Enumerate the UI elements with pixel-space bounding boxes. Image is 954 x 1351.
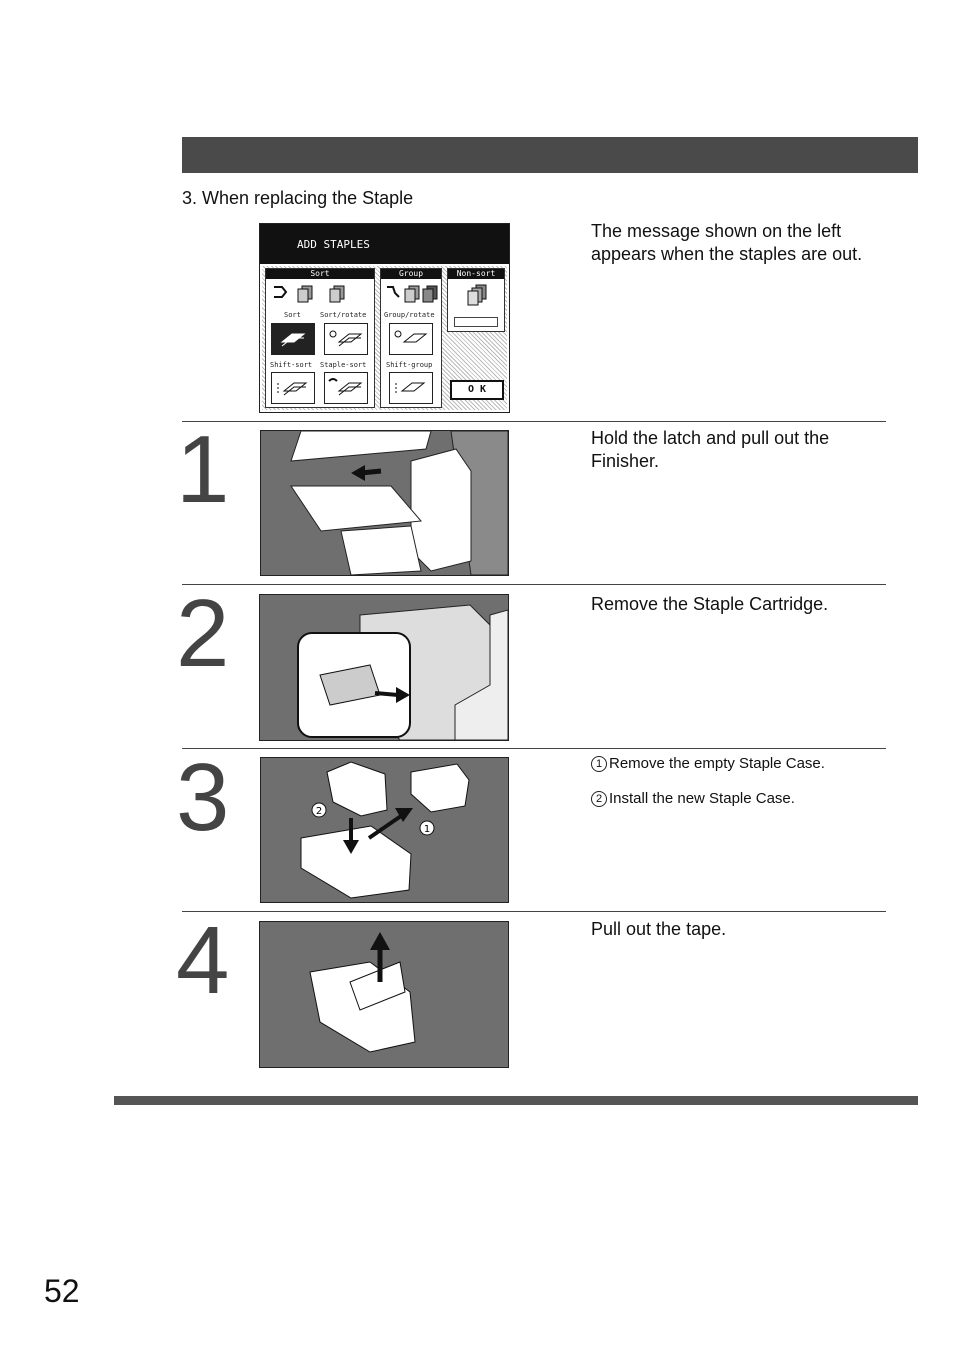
label-sort-rotate: Sort/rotate xyxy=(320,311,367,319)
step-4-text: Pull out the tape. xyxy=(591,919,727,939)
lcd-body: Sort Sort Sort/rotate Shift-sort Staple-… xyxy=(262,266,507,410)
nonsort-tab: Non-sort xyxy=(448,269,504,279)
group-tab: Group xyxy=(381,269,441,279)
divider-step-2 xyxy=(182,584,886,585)
nonsort-button[interactable] xyxy=(454,317,498,327)
label-shift-sort: Shift-sort xyxy=(270,361,313,369)
sort-panel: Sort Sort Sort/rotate Shift-sort Staple-… xyxy=(265,268,375,408)
section-title: 3. When replacing the Staple xyxy=(182,188,414,208)
divider-step-1 xyxy=(182,421,886,422)
step-3-figure: 2 1 xyxy=(260,757,509,903)
sort-button[interactable] xyxy=(271,323,315,355)
step-3-marker-2: 2 xyxy=(591,791,607,807)
step-3-number: 3 xyxy=(176,744,230,851)
step-3-item-1-text: Remove the empty Staple Case. xyxy=(609,755,825,772)
step-4-number: 4 xyxy=(176,907,230,1014)
ok-button[interactable]: O K xyxy=(450,380,504,400)
page-number: 52 xyxy=(44,1273,80,1309)
label-staple-sort: Staple-sort xyxy=(320,361,367,369)
sort-rotate-button[interactable] xyxy=(324,323,368,355)
footer-bar xyxy=(114,1096,918,1105)
step-3-item-2-text: Install the new Staple Case. xyxy=(609,790,795,807)
step-2-text: Remove the Staple Cartridge. xyxy=(591,594,829,614)
nonsort-panel: Non-sort xyxy=(447,268,505,332)
shift-group-button[interactable] xyxy=(389,372,433,404)
sort-tab: Sort xyxy=(266,269,374,279)
step-1-number: 1 xyxy=(176,416,230,523)
divider-step-3 xyxy=(182,748,886,749)
label-shift-group: Shift-group xyxy=(386,361,433,369)
intro-text: The message shown on the left appears wh… xyxy=(591,221,863,264)
group-icons xyxy=(387,285,438,303)
step-2-number: 2 xyxy=(176,580,230,687)
callout-1: 1 xyxy=(424,824,430,835)
lcd-message-bar: ADD STAPLES xyxy=(260,224,509,264)
group-panel: Group Group/rotate Shift-group xyxy=(380,268,442,408)
callout-2: 2 xyxy=(316,806,322,817)
label-group-rotate: Group/rotate xyxy=(384,311,435,319)
header-bar xyxy=(182,137,918,173)
lcd-message: ADD STAPLES xyxy=(297,238,370,251)
step-3-marker-1: 1 xyxy=(591,756,607,772)
group-rotate-button[interactable] xyxy=(389,323,433,355)
sort-icons xyxy=(274,285,345,303)
step-1-figure xyxy=(260,430,509,576)
step-2-figure xyxy=(259,594,509,741)
staple-sort-button[interactable] xyxy=(324,372,368,404)
nonsort-icon xyxy=(467,284,487,306)
step-1-text: Hold the latch and pull out the Finisher… xyxy=(591,428,830,471)
divider-step-4 xyxy=(182,911,886,912)
lcd-panel-figure: ADD STAPLES Sort Sort Sort/rotate Shift-… xyxy=(259,223,510,413)
label-sort: Sort xyxy=(284,311,301,319)
shift-sort-button[interactable] xyxy=(271,372,315,404)
step-4-figure xyxy=(259,921,509,1068)
